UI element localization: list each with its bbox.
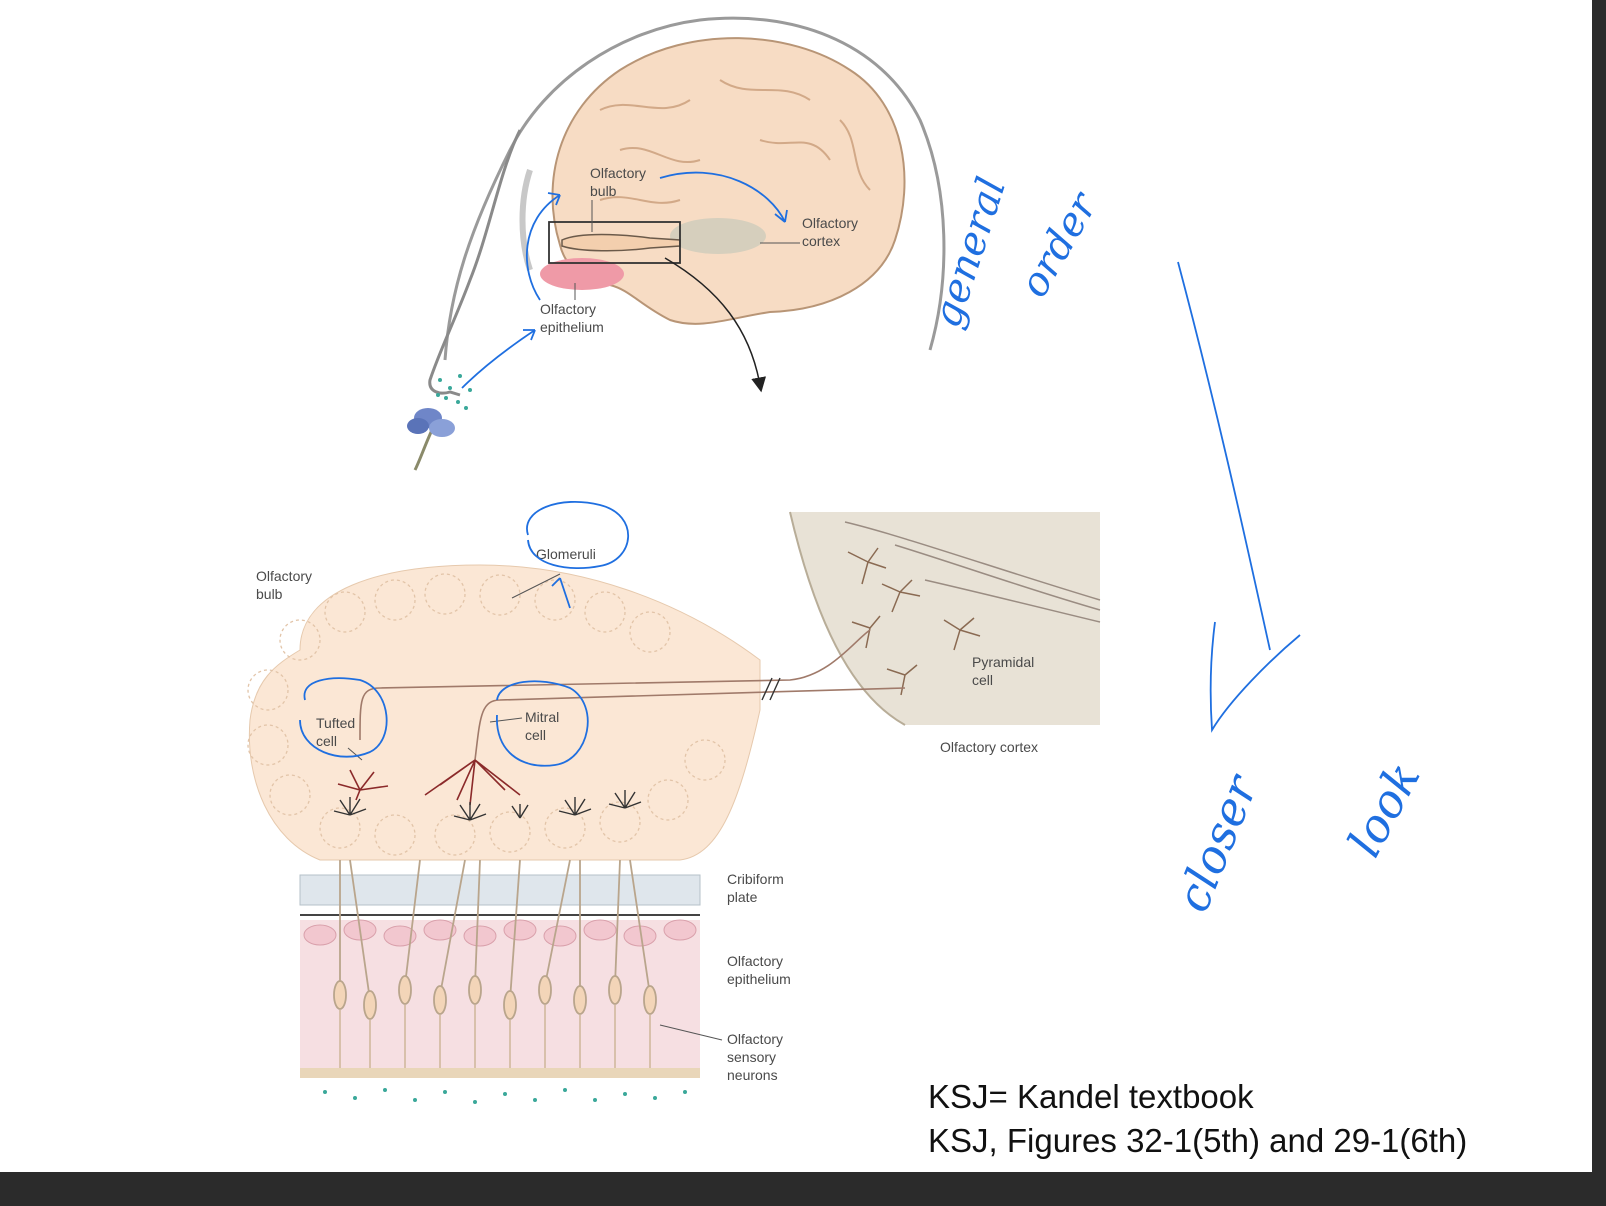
odorant-dots: [323, 1088, 687, 1104]
bulb-label-1: Olfactory: [256, 568, 312, 584]
glomeruli-circles: [247, 573, 726, 856]
ink-arrow-epithelium-to-bulb: [525, 194, 561, 301]
ink-long-arrow: [1177, 261, 1271, 651]
cribiform-label-1: Cribiform: [727, 871, 784, 887]
mitral-label-1: Mitral: [525, 709, 559, 725]
mitral-label-2: cell: [525, 727, 546, 743]
pyramidal-label-2: cell: [972, 672, 993, 688]
sensory-label-3: neurons: [727, 1067, 778, 1083]
caption-line-1: KSJ= Kandel textbook: [928, 1078, 1254, 1115]
skull-outline: [443, 16, 946, 361]
bulb-label-2: bulb: [256, 586, 283, 602]
zoom-box: [548, 221, 681, 264]
flower: [407, 408, 455, 471]
hand-order: order: [1011, 183, 1108, 305]
sensory-label-2: sensory: [727, 1049, 776, 1065]
cortex-label: Olfactory cortex: [940, 739, 1038, 755]
bulb-body: [248, 564, 761, 861]
glomeruli-label: Glomeruli: [536, 546, 596, 562]
pyramidal-label-1: Pyramidal: [972, 654, 1034, 670]
caption-line-2: KSJ, Figures 32-1(5th) and 29-1(6th): [928, 1122, 1468, 1159]
bulb-panel: Glomeruli Olfactory bulb Tufted cell Mit…: [247, 546, 906, 1104]
window-border-right: [1592, 0, 1606, 1172]
sensory-label-1: Olfactory: [727, 1031, 783, 1047]
ink-arrowhead: [1209, 621, 1301, 733]
head-bulb-label-1: Olfactory: [590, 165, 646, 181]
cortex-region: [670, 218, 766, 254]
brain: [551, 37, 906, 325]
glomerular-tufts: [333, 790, 642, 821]
cribiform-plate: [299, 874, 701, 906]
epithelium-label-2: epithelium: [727, 971, 791, 987]
hand-general: general: [924, 172, 1015, 333]
ink-circle-glomeruli: [526, 501, 630, 569]
head-illustration: Olfactory bulb Olfactory cortex Olfactor…: [407, 16, 946, 471]
mitral-cell: [424, 759, 521, 806]
odor-particles: [436, 374, 472, 410]
tufted-label-1: Tufted: [316, 715, 355, 731]
tufted-label-2: cell: [316, 733, 337, 749]
head-epithelium-label-1: Olfactory: [540, 301, 596, 317]
hand-look: look: [1337, 753, 1431, 865]
olfactory-diagram: Olfactory bulb Olfactory cortex Olfactor…: [247, 16, 1431, 1104]
face-profile: [428, 129, 522, 397]
head-cortex-label-1: Olfactory: [802, 215, 858, 231]
cortex-panel-bg: [790, 512, 1100, 725]
head-epithelium-label-2: epithelium: [540, 319, 604, 335]
ink-circle-mitral: [496, 680, 589, 767]
ink-arrow-nose-to-epithelium: [461, 329, 536, 389]
zoom-arrow: [664, 257, 767, 393]
handwritten-annotations: [299, 171, 1301, 767]
nasal-epithelium: [540, 258, 624, 290]
head-cortex-label-2: cortex: [802, 233, 840, 249]
ink-circle-tufted: [299, 677, 388, 758]
epithelium-label-1: Olfactory: [727, 953, 783, 969]
ink-arrow-bulb-to-cortex: [659, 171, 786, 223]
cribiform-label-2: plate: [727, 889, 758, 905]
caption: KSJ= Kandel textbook KSJ, Figures 32-1(5…: [928, 1075, 1467, 1163]
hand-closer: closer: [1165, 765, 1269, 919]
head-bulb-label-2: bulb: [590, 183, 617, 199]
window-border-bottom: [0, 1172, 1606, 1206]
tufted-cell: [337, 769, 389, 801]
cortex-panel: Pyramidal cell Olfactory cortex: [789, 511, 1101, 755]
sensory-neurons: [333, 859, 657, 1020]
